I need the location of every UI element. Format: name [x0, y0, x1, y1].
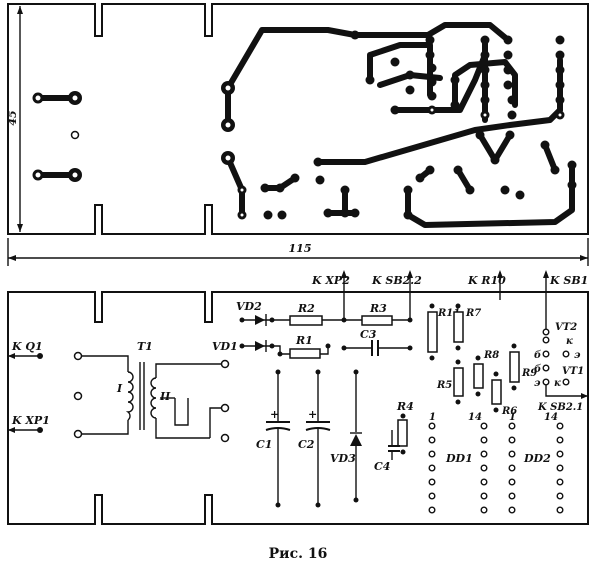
- vd2-label: VD2: [236, 300, 262, 313]
- dd2-label: DD2: [523, 452, 551, 465]
- chip-dd2: [508, 422, 564, 514]
- terminal-kxp2: K XP2: [311, 274, 350, 287]
- left-terminals: K Q1 K XP1: [8, 340, 50, 433]
- width-label: 115: [289, 242, 312, 255]
- r5-label: R5: [436, 380, 452, 391]
- capacitors-c1-c2: + C1 + C2: [256, 369, 331, 508]
- vt1-k: к: [554, 378, 561, 389]
- r1-label: R1: [295, 334, 313, 347]
- svg-text:+: +: [270, 408, 279, 421]
- r6-label: R6: [501, 406, 517, 417]
- r9-label: R9: [521, 368, 537, 379]
- terminal-kxp1: K XP1: [11, 414, 50, 427]
- top-terminals: K XP2 K SB2.2 K R10 K SB1: [311, 270, 588, 330]
- top-board-outline: [7, 3, 589, 235]
- diodes-vd1-vd2: VD2 VD1: [212, 300, 275, 353]
- dd2-pin1: 1: [509, 412, 516, 423]
- vt1-b: б: [534, 364, 541, 375]
- height-label: 45: [6, 110, 19, 125]
- vt1-label: VT1: [562, 366, 584, 377]
- terminal-kq1: K Q1: [11, 340, 43, 353]
- vt2-k: к: [566, 336, 573, 347]
- c3-label: C3: [360, 328, 377, 341]
- c4-label: C4: [374, 460, 390, 473]
- terminal-ksb22: K SB2.2: [371, 274, 422, 287]
- vd3-label: VD3: [330, 452, 356, 465]
- zener-vd3: VD3: [330, 369, 362, 503]
- transistors-vt1-vt2: VT2 к б э б VT1 э к K SB2.1: [534, 322, 588, 413]
- vt2-b: б: [534, 350, 541, 361]
- bottom-board-outline: [7, 291, 589, 525]
- left-pads: [32, 91, 82, 182]
- vd1-label: VD1: [212, 340, 238, 353]
- r4-label: R4: [396, 400, 414, 413]
- pad-holes: [225, 85, 562, 217]
- width-dimension: 115: [7, 238, 589, 266]
- capacitor-c3: C3: [341, 328, 413, 356]
- vt1-e: э: [534, 378, 541, 389]
- dd1-pin1: 1: [429, 412, 436, 423]
- transformer-t1: T1 I II: [73, 340, 230, 443]
- chip-dd1: [428, 422, 488, 514]
- figure-caption: Рис. 16: [269, 546, 328, 562]
- r3-label: R3: [369, 302, 387, 315]
- winding-2-label: II: [159, 390, 171, 403]
- height-dimension: 45: [6, 6, 23, 232]
- terminal-ksb1: K SB1: [549, 274, 588, 287]
- r8-label: R8: [483, 350, 499, 361]
- r11-label: R11: [437, 308, 460, 319]
- vt2-e: э: [574, 350, 581, 361]
- c2-label: C2: [298, 438, 315, 451]
- dd2-pin14: 14: [544, 412, 558, 423]
- dd1-pin14: 14: [468, 412, 482, 423]
- dd1-label: DD1: [445, 452, 473, 465]
- r7-label: R7: [465, 308, 481, 319]
- svg-text:+: +: [308, 408, 317, 421]
- copper-pads: [221, 30, 577, 220]
- resistor-array: R11 R7 R5 R8 R6 R9: [427, 303, 537, 417]
- t1-label: T1: [137, 340, 153, 353]
- terminal-kr10: K R10: [467, 274, 506, 287]
- r4-c4-group: R4 C4: [374, 400, 414, 473]
- vt2-label: VT2: [555, 322, 577, 333]
- terminal-ksb21: K SB2.1: [537, 402, 583, 413]
- c1-label: C1: [256, 438, 272, 451]
- winding-1-label: I: [116, 382, 123, 395]
- r2-label: R2: [297, 302, 315, 315]
